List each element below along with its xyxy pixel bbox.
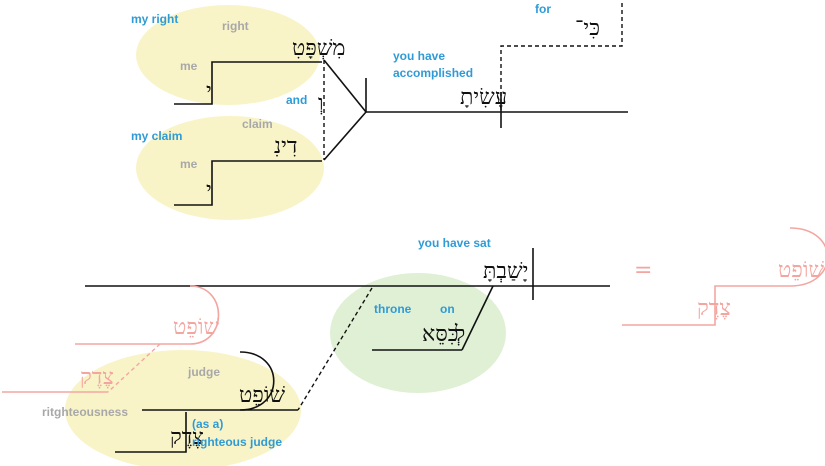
me-gloss-1: me <box>180 59 198 73</box>
mishpat-hebrew: מִשְׁפָּטִ <box>292 36 345 61</box>
shofet-hebrew: שׁוֹפֵט <box>239 383 285 408</box>
verb1-gloss-line1: you have <box>393 49 445 63</box>
verb2-gloss: you have sat <box>418 236 491 250</box>
ghost-right-equals: = <box>634 258 652 283</box>
kisse-hebrew: כִּסֵּא <box>422 322 458 347</box>
and-gloss: and <box>286 93 307 107</box>
my-claim-highlight <box>136 116 324 220</box>
tsedek-hebrew: צֶדֶק <box>170 425 204 450</box>
din-hebrew: דִינִ <box>274 134 298 159</box>
my-right-label: my right <box>131 12 178 26</box>
verb2-hebrew: יָשַׁבְתָּ <box>483 259 528 284</box>
righteous-judge-highlight <box>65 350 301 466</box>
ghost-left-righteousness: צֶדֶק <box>80 365 114 390</box>
ghost-left <box>2 285 220 393</box>
claim-gloss: claim <box>242 117 273 131</box>
throne-gloss: throne <box>374 302 412 316</box>
suffix1-hebrew: י <box>206 79 212 104</box>
on-gloss: on <box>440 302 455 316</box>
righteousness-gloss: ritghteousness <box>42 405 128 419</box>
and-hebrew: וְ <box>318 91 324 116</box>
verb1-hebrew: עָשִׂיתָ <box>460 85 507 110</box>
clause1-lines <box>174 0 628 206</box>
ki-hebrew: כִּי־ <box>575 16 600 41</box>
righteous-judge-note: righteous judge <box>192 435 282 449</box>
as-a-note: (as a) <box>192 417 223 431</box>
ki-gloss: for <box>535 2 551 16</box>
ghost-right-judge: שׁוֹפֵט <box>778 258 824 283</box>
me-gloss-2: me <box>180 157 198 171</box>
throne-highlight <box>330 273 506 393</box>
suffix2-hebrew: י <box>206 178 212 203</box>
ghost-right-righteousness: צֶדֶק <box>697 296 731 321</box>
clause2-lines <box>85 248 610 453</box>
ghost-left-judge: שׁוֹפֵט <box>173 315 219 340</box>
judge-gloss: judge <box>187 365 220 379</box>
my-right-highlight <box>136 5 320 105</box>
ghost-right <box>622 227 825 326</box>
le-hebrew: לְ <box>454 322 465 347</box>
right-gloss: right <box>222 19 249 33</box>
my-claim-label: my claim <box>131 129 182 143</box>
verb1-gloss-line2: accomplished <box>393 66 473 80</box>
